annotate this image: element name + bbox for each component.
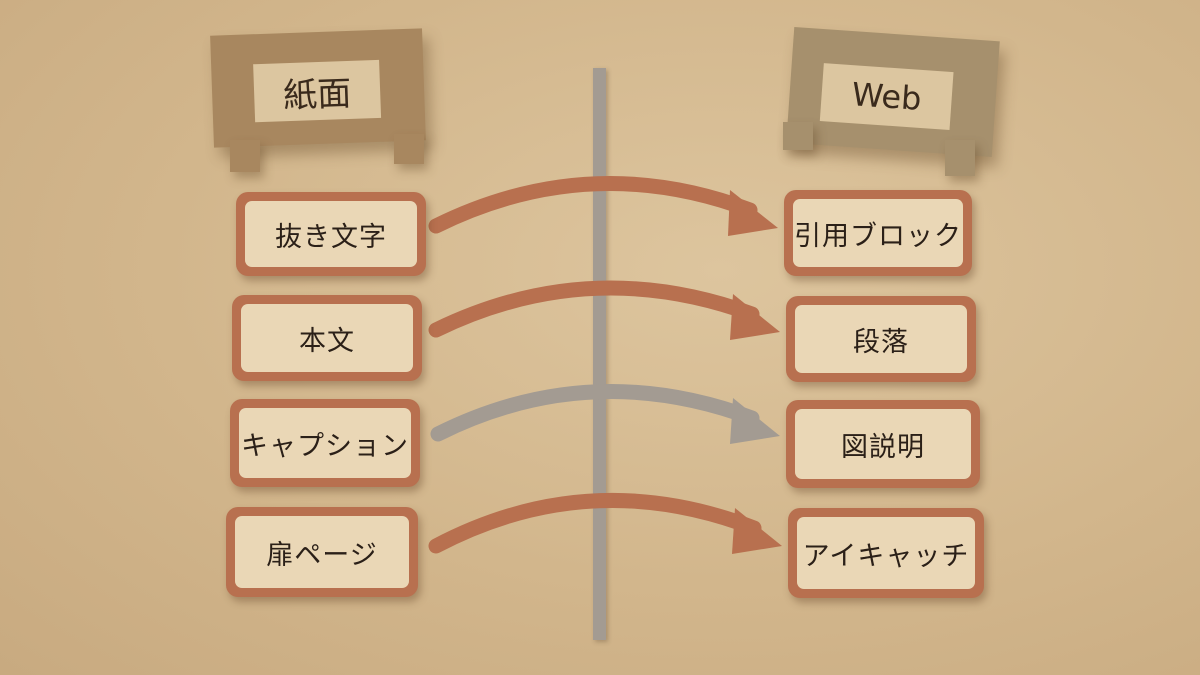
print-item-1: 抜き文字 <box>236 192 426 276</box>
web-item-1: 引用ブロック <box>784 190 972 276</box>
print-item-2: 本文 <box>232 295 422 381</box>
web-item-4-label: アイキャッチ <box>797 517 975 589</box>
print-item-3: キャプション <box>230 399 420 487</box>
web-item-3-label: 図説明 <box>795 409 971 479</box>
web-header-foot-right <box>945 140 975 176</box>
arrow-row-2 <box>428 280 780 340</box>
web-header-foot-left <box>783 122 813 150</box>
web-item-2: 段落 <box>786 296 976 382</box>
print-item-4: 扉ページ <box>226 507 418 597</box>
print-item-1-label: 抜き文字 <box>245 201 417 267</box>
arrow-row-4 <box>428 492 782 554</box>
web-item-3: 図説明 <box>786 400 980 488</box>
web-item-4: アイキャッチ <box>788 508 984 598</box>
print-item-3-label: キャプション <box>239 408 411 478</box>
print-item-4-label: 扉ページ <box>235 516 409 588</box>
print-header-foot-left <box>230 140 260 172</box>
print-header-foot-right <box>394 134 424 164</box>
arrow-row-3 <box>430 384 780 444</box>
arrow-row-1 <box>428 176 778 236</box>
web-item-1-label: 引用ブロック <box>793 199 963 267</box>
print-item-2-label: 本文 <box>241 304 413 372</box>
web-item-2-label: 段落 <box>795 305 967 373</box>
